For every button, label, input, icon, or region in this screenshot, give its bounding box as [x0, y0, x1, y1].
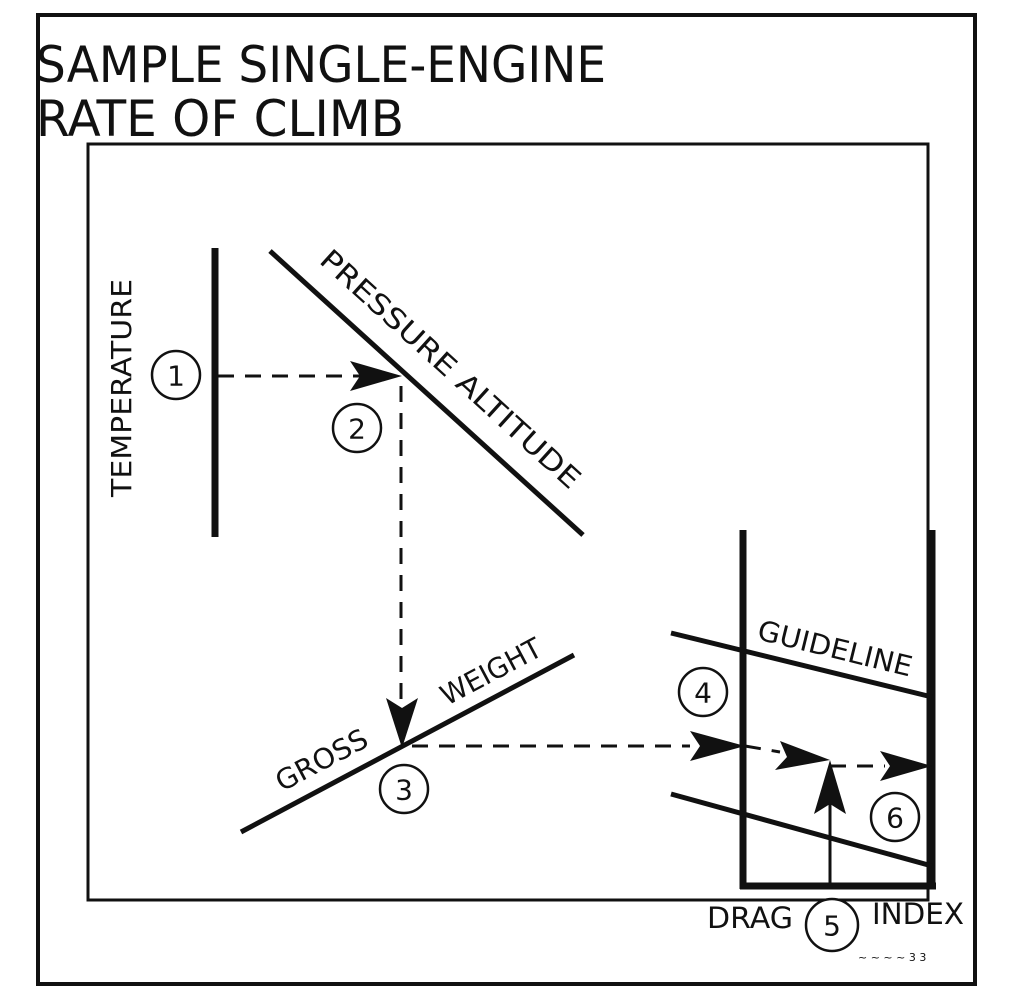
arrow-to-guideline: [690, 731, 745, 761]
step-4-marker: 4: [677, 666, 729, 718]
step-2-marker: 2: [331, 402, 383, 454]
step-3-marker: 3: [378, 763, 430, 815]
step-2-number: 2: [348, 413, 366, 446]
pressure-altitude-line: [268, 249, 585, 537]
step-1-number: 1: [167, 360, 185, 393]
arrow-to-gross-weight: [386, 698, 418, 748]
step-6-number: 6: [886, 802, 904, 835]
guideline-lower: [670, 791, 933, 869]
arrow-to-result: [880, 751, 932, 781]
arrow-up-from-index: [814, 760, 846, 814]
dashed-path-parallel-guideline: [744, 744, 781, 754]
inner-frame: [86, 142, 930, 902]
step-3-number: 3: [395, 774, 413, 807]
step-5-marker: 5: [804, 897, 860, 953]
figure-code: ~ ~ ~ ~ 3 3: [858, 951, 926, 964]
arrow-to-pressure-altitude: [350, 361, 402, 391]
index-label: INDEX: [872, 897, 964, 931]
pressure-altitude-label: PRESSURE ALTITUDE: [313, 243, 587, 496]
step-5-number: 5: [823, 910, 841, 943]
title-line-1: SAMPLE SINGLE-ENGINE: [36, 36, 606, 94]
step-1-marker: 1: [150, 349, 202, 401]
title-line-2: RATE OF CLIMB: [36, 90, 404, 148]
step-4-number: 4: [694, 677, 712, 710]
guideline-upper: [670, 630, 933, 700]
arrow-along-guideline: [775, 741, 830, 770]
gross-weight-line: [239, 652, 576, 835]
step-6-marker: 6: [869, 791, 921, 843]
temperature-label: TEMPERATURE: [105, 279, 138, 498]
drag-label: DRAG: [707, 901, 793, 935]
outer-frame: [36, 13, 977, 986]
